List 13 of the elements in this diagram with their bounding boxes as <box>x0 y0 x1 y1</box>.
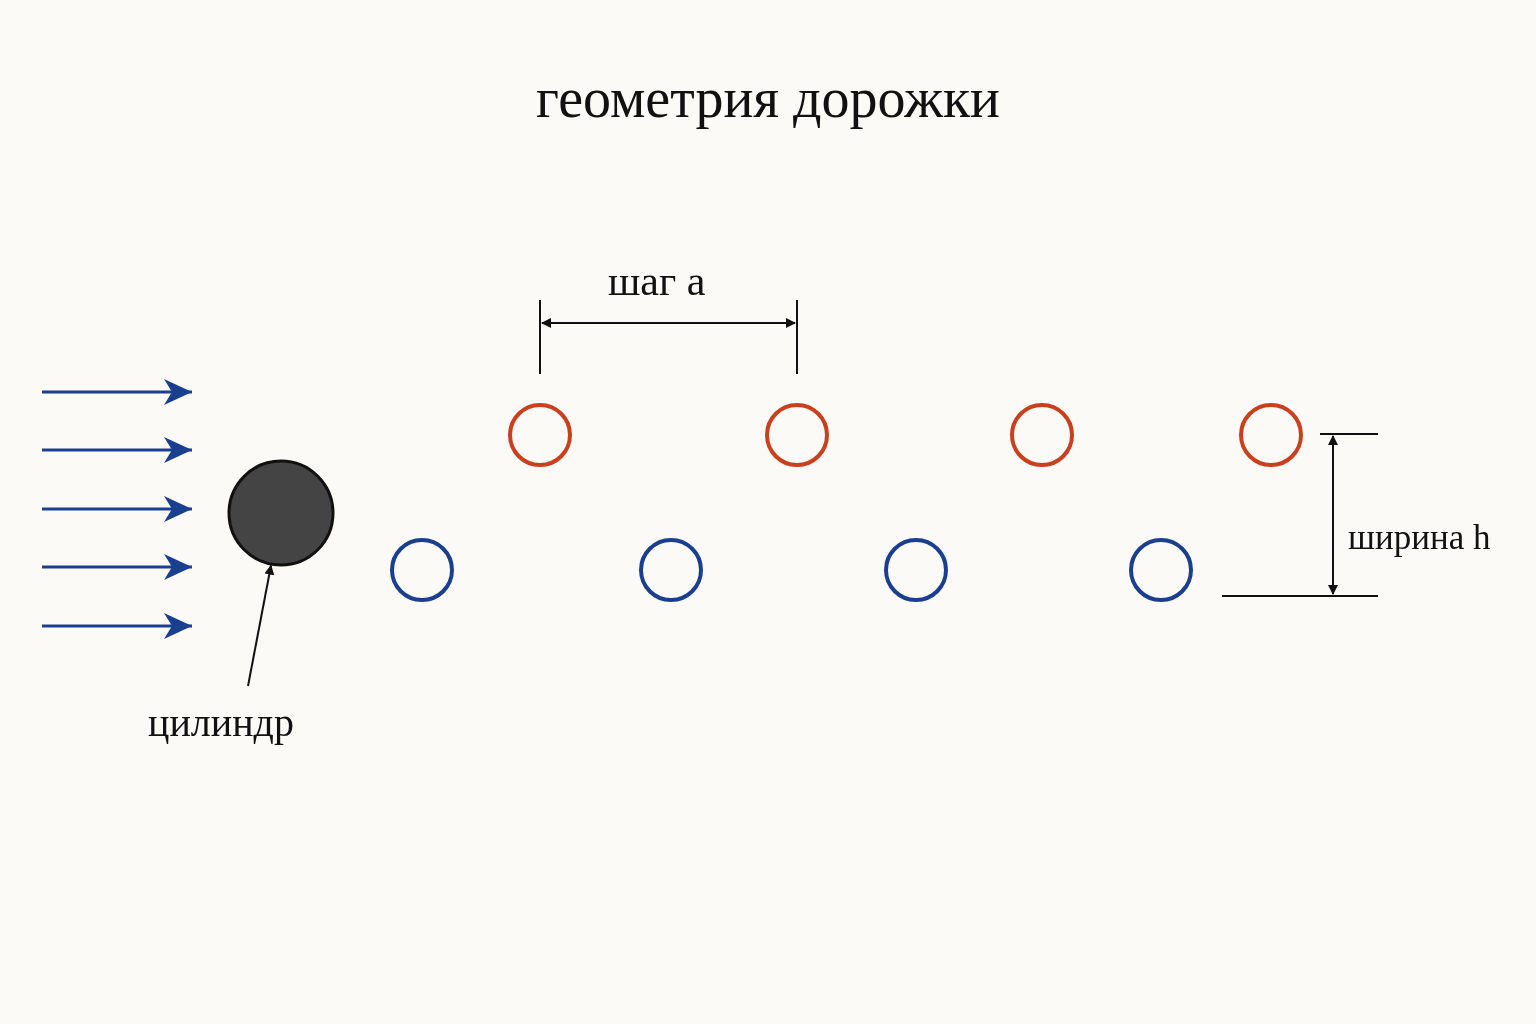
vortex-circle <box>1010 403 1074 467</box>
leader-line <box>247 564 275 687</box>
vortex-circle <box>884 538 948 602</box>
dimension-label: шаг a <box>608 260 706 302</box>
vortex-circle <box>639 538 703 602</box>
vortex-circle <box>1239 403 1303 467</box>
vortex-circle <box>1129 538 1193 602</box>
part-label: цилиндр <box>148 703 294 743</box>
cylinder <box>227 459 335 567</box>
vortex-circle <box>390 538 454 602</box>
dimension-label: ширина h <box>1348 520 1491 555</box>
vortex-circle <box>508 403 572 467</box>
vortex-circle <box>765 403 829 467</box>
